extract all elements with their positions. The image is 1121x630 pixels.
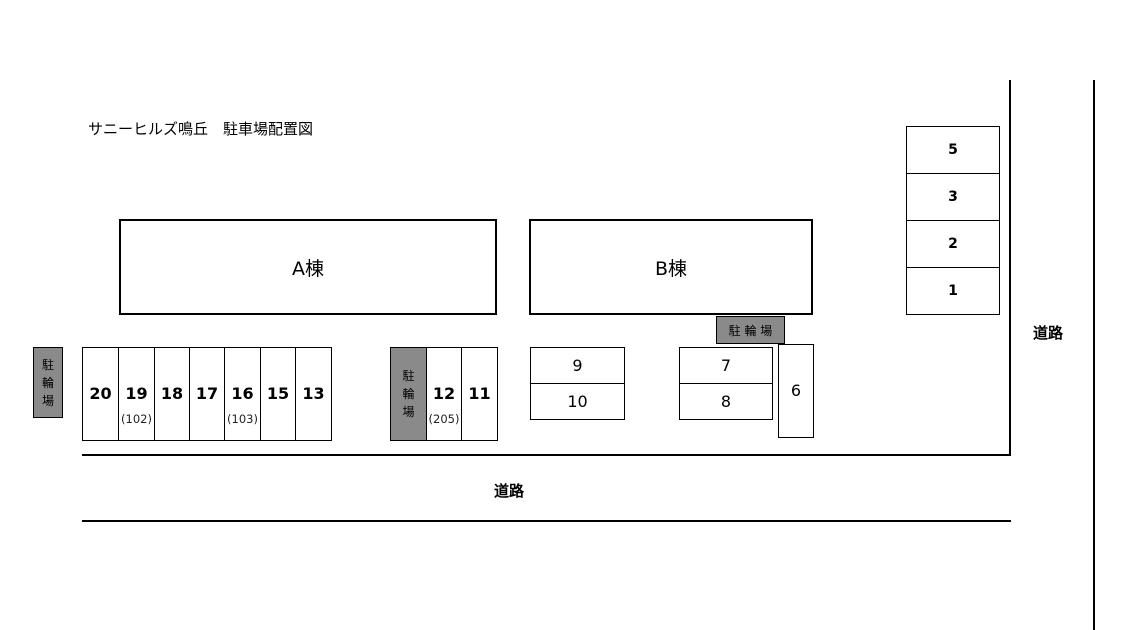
parking-slot-15: 15 [260, 347, 296, 441]
parking-slot-5: 5 [906, 126, 1000, 174]
slot-number: 6 [790, 381, 802, 400]
slot-number: 2 [948, 236, 958, 252]
bike-char: 駐 [41, 357, 54, 372]
bike-char: 場 [41, 393, 54, 408]
building-a: A棟 [119, 219, 497, 315]
slot-number: 12 [432, 384, 456, 403]
parking-slot-2: 2 [906, 220, 1000, 268]
slot-number: 5 [948, 142, 958, 158]
parking-slot-17: 17 [189, 347, 225, 441]
parking-slot-18: 18 [154, 347, 190, 441]
parking-slot-11: 11 [461, 347, 498, 441]
parking-slot-10: 10 [530, 383, 625, 420]
parking-slot-20: 20 [82, 347, 119, 441]
road-edge-inner-bottom [82, 454, 1011, 456]
bicycle-parking-middle: 駐 輪 場 [390, 347, 427, 441]
slot-number: 18 [160, 384, 184, 403]
road-edge-outer-bottom [82, 520, 1011, 522]
parking-slot-13: 13 [295, 347, 332, 441]
parking-slot-1: 1 [906, 267, 1000, 315]
road-label-right: 道路 [1033, 324, 1064, 342]
bike-char: 輪 [41, 375, 54, 390]
slot-number: 8 [720, 391, 732, 411]
parking-slot-9: 9 [530, 347, 625, 384]
bicycle-parking-left: 駐 輪 場 [33, 347, 63, 418]
slot-number: 10 [567, 391, 588, 411]
slot-number: 20 [89, 384, 112, 403]
building-b-label: B棟 [654, 257, 688, 280]
bicycle-parking-top: 駐 輪 場 [716, 316, 785, 344]
bike-label: 駐 輪 場 [728, 323, 773, 338]
slot-room-label: (102) [121, 412, 152, 426]
slot-number: 1 [948, 283, 958, 299]
parking-slot-12: 12 (205) [426, 347, 462, 441]
bike-char: 場 [402, 405, 415, 419]
slot-number: 16 [231, 384, 254, 403]
slot-room-label: (205) [428, 412, 460, 426]
building-a-label: A棟 [292, 257, 324, 280]
road-edge-outer-right [1093, 80, 1095, 630]
parking-slot-16: 16 (103) [224, 347, 261, 441]
bike-char: 駐 [402, 369, 415, 383]
parking-slot-7: 7 [679, 347, 773, 384]
slot-number: 19 [125, 384, 148, 403]
parking-slot-8: 8 [679, 383, 773, 420]
bike-char: 輪 [402, 387, 415, 401]
slot-number: 13 [302, 384, 325, 403]
parking-slot-19: 19 (102) [118, 347, 155, 441]
building-b: B棟 [529, 219, 813, 315]
road-edge-inner-right [1009, 80, 1011, 456]
slot-room-label: (103) [227, 412, 258, 426]
parking-slot-3: 3 [906, 173, 1000, 221]
slot-number: 11 [468, 384, 491, 403]
slot-number: 15 [266, 384, 290, 403]
slot-number: 9 [572, 355, 583, 375]
slot-number: 17 [195, 384, 219, 403]
slot-number: 3 [948, 189, 958, 205]
diagram-title: サニーヒルズ鳴丘 駐車場配置図 [88, 120, 314, 138]
parking-slot-6: 6 [778, 344, 814, 438]
road-label-bottom: 道路 [494, 482, 525, 500]
slot-number: 7 [720, 355, 732, 375]
